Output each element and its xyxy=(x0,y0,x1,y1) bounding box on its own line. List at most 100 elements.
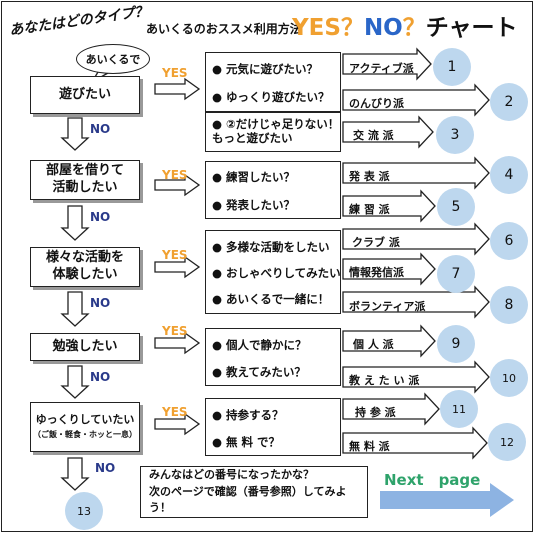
type-label-4: 発 表 派 xyxy=(349,170,390,183)
result-circle-2: 2 xyxy=(490,83,528,121)
type-arrow-6 xyxy=(342,222,490,256)
no-arrow-3 xyxy=(60,291,90,327)
result-circle-4: 4 xyxy=(490,156,528,194)
type-label-6: クラブ 派 xyxy=(352,236,400,249)
no-label-3: NO xyxy=(90,296,111,310)
footer-message: みんなはどの番号になったかな？ 次のページで確認（番号参照）してみよう！ xyxy=(149,468,347,515)
next-page-label[interactable]: Next page xyxy=(384,471,481,489)
options-play-more: ●②だけじゃ足りない！ もっと遊びたい xyxy=(205,112,341,152)
yes-label-4: YES xyxy=(162,324,188,338)
no-label-1: NO xyxy=(90,122,111,136)
result-circle-3: 3 xyxy=(436,116,474,154)
yes-label-3: YES xyxy=(162,248,188,262)
type-arrow-10 xyxy=(342,360,490,394)
option-item: 発表したい？ xyxy=(226,198,295,212)
option-item: 無 料 で？ xyxy=(226,435,281,449)
question-rent-room: 部屋を借りて 活動したい xyxy=(30,160,140,200)
bullet-icon: ● xyxy=(212,240,223,254)
title-mark-1: ？ xyxy=(340,15,364,41)
yes-arrow-5 xyxy=(154,412,201,436)
bullet-icon: ● xyxy=(212,90,223,104)
type-label-9: 個 人 派 xyxy=(353,338,394,351)
type-arrow-1 xyxy=(342,47,432,81)
type-label-1: アクティブ派 xyxy=(349,62,414,75)
option-item: ②だけじゃ足りない！ もっと遊びたい xyxy=(212,117,340,146)
option-item: 元気に遊びたい？ xyxy=(226,62,318,76)
yes-arrow-1 xyxy=(154,77,201,101)
question-relax: ゆっくりしていたい （ご飯・軽食・ホッと一息） xyxy=(30,402,140,452)
bullet-icon: ● xyxy=(212,62,223,76)
bullet-icon: ● xyxy=(212,435,223,449)
result-circle-5: 5 xyxy=(437,188,475,226)
option-item: 練習したい？ xyxy=(226,170,295,184)
options-play: ●元気に遊びたい？ ●ゆっくり遊びたい？ xyxy=(205,52,341,112)
result-circle-13: 13 xyxy=(65,492,103,530)
type-arrow-12 xyxy=(342,426,488,460)
title-no: NO xyxy=(363,15,403,41)
title-chart-word: チャート xyxy=(425,15,518,41)
no-arrow-5 xyxy=(60,457,90,491)
no-label-2: NO xyxy=(90,210,111,224)
type-label-2: のんびり派 xyxy=(349,97,404,110)
option-item: 持参する？ xyxy=(226,408,284,422)
next-page-arrow-icon[interactable] xyxy=(380,483,514,517)
title-chart: YES？NO？チャート xyxy=(292,8,518,42)
no-arrow-4 xyxy=(60,365,90,399)
type-label-5: 練 習 派 xyxy=(349,203,390,216)
result-circle-8: 8 xyxy=(490,286,528,324)
no-arrow-1 xyxy=(60,117,90,151)
no-arrow-2 xyxy=(60,205,90,241)
yes-label-2: YES xyxy=(162,168,188,182)
type-arrow-5 xyxy=(342,189,436,223)
bullet-icon: ● xyxy=(212,365,223,379)
options-relax: ●持参する？ ●無 料 で？ xyxy=(205,398,341,456)
result-circle-7: 7 xyxy=(437,255,475,293)
speech-bubble: あいくるで xyxy=(76,44,150,74)
options-activities: ●多様な活動をしたい ●おしゃべりしてみたい ●あいくるで一緒に！ xyxy=(205,230,341,314)
bullet-icon: ● xyxy=(212,198,223,212)
bullet-icon: ● xyxy=(212,338,223,352)
question-study: 勉強したい xyxy=(30,333,140,361)
type-label-10: 教 え た い 派 xyxy=(349,374,420,387)
result-circle-9: 9 xyxy=(437,325,475,363)
type-arrow-9 xyxy=(342,324,436,358)
footer-message-box: みんなはどの番号になったかな？ 次のページで確認（番号参照）してみよう！ xyxy=(140,466,368,518)
question-try-activities: 様々な活動を 体験したい xyxy=(30,247,140,287)
bullet-icon: ● xyxy=(212,117,223,131)
yes-arrow-2 xyxy=(154,173,201,197)
type-label-8: ボランティア派 xyxy=(349,300,426,313)
bullet-icon: ● xyxy=(212,292,223,306)
title-yes: YES xyxy=(292,15,341,41)
type-label-11: 持 参 派 xyxy=(355,406,396,419)
type-label-3: 交 流 派 xyxy=(353,129,394,142)
yes-label-1: YES xyxy=(162,66,188,80)
type-label-12: 無 料 派 xyxy=(349,440,390,453)
bullet-icon: ● xyxy=(212,266,223,280)
result-circle-12: 12 xyxy=(488,423,526,461)
option-item: 多様な活動をしたい xyxy=(226,240,330,254)
bubble-text: あいくるで xyxy=(85,53,141,66)
bullet-icon: ● xyxy=(212,408,223,422)
options-room: ●練習したい？ ●発表したい？ xyxy=(205,161,341,219)
option-item: あいくるで一緒に！ xyxy=(226,292,330,306)
option-item: ゆっくり遊びたい？ xyxy=(226,90,330,104)
result-circle-10: 10 xyxy=(490,359,528,397)
type-arrow-2 xyxy=(342,83,490,117)
result-circle-1: 1 xyxy=(433,48,471,86)
relax-note: （ご飯・軽食・ホッと一息） xyxy=(33,430,137,440)
type-arrow-11 xyxy=(342,392,440,426)
title-subtitle: あいくるのおススメ利用方法 xyxy=(146,22,302,36)
title-mark-2: ？ xyxy=(402,15,426,41)
result-circle-6: 6 xyxy=(490,222,528,260)
option-item: 個人で静かに？ xyxy=(226,338,307,352)
type-arrow-3 xyxy=(342,115,434,149)
no-label-5: NO xyxy=(95,461,116,475)
bullet-icon: ● xyxy=(212,170,223,184)
type-arrow-4 xyxy=(342,156,490,190)
yes-arrow-4 xyxy=(154,331,201,355)
yes-label-5: YES xyxy=(162,405,188,419)
no-label-4: NO xyxy=(90,370,111,384)
type-label-7: 情報発信派 xyxy=(349,266,404,279)
